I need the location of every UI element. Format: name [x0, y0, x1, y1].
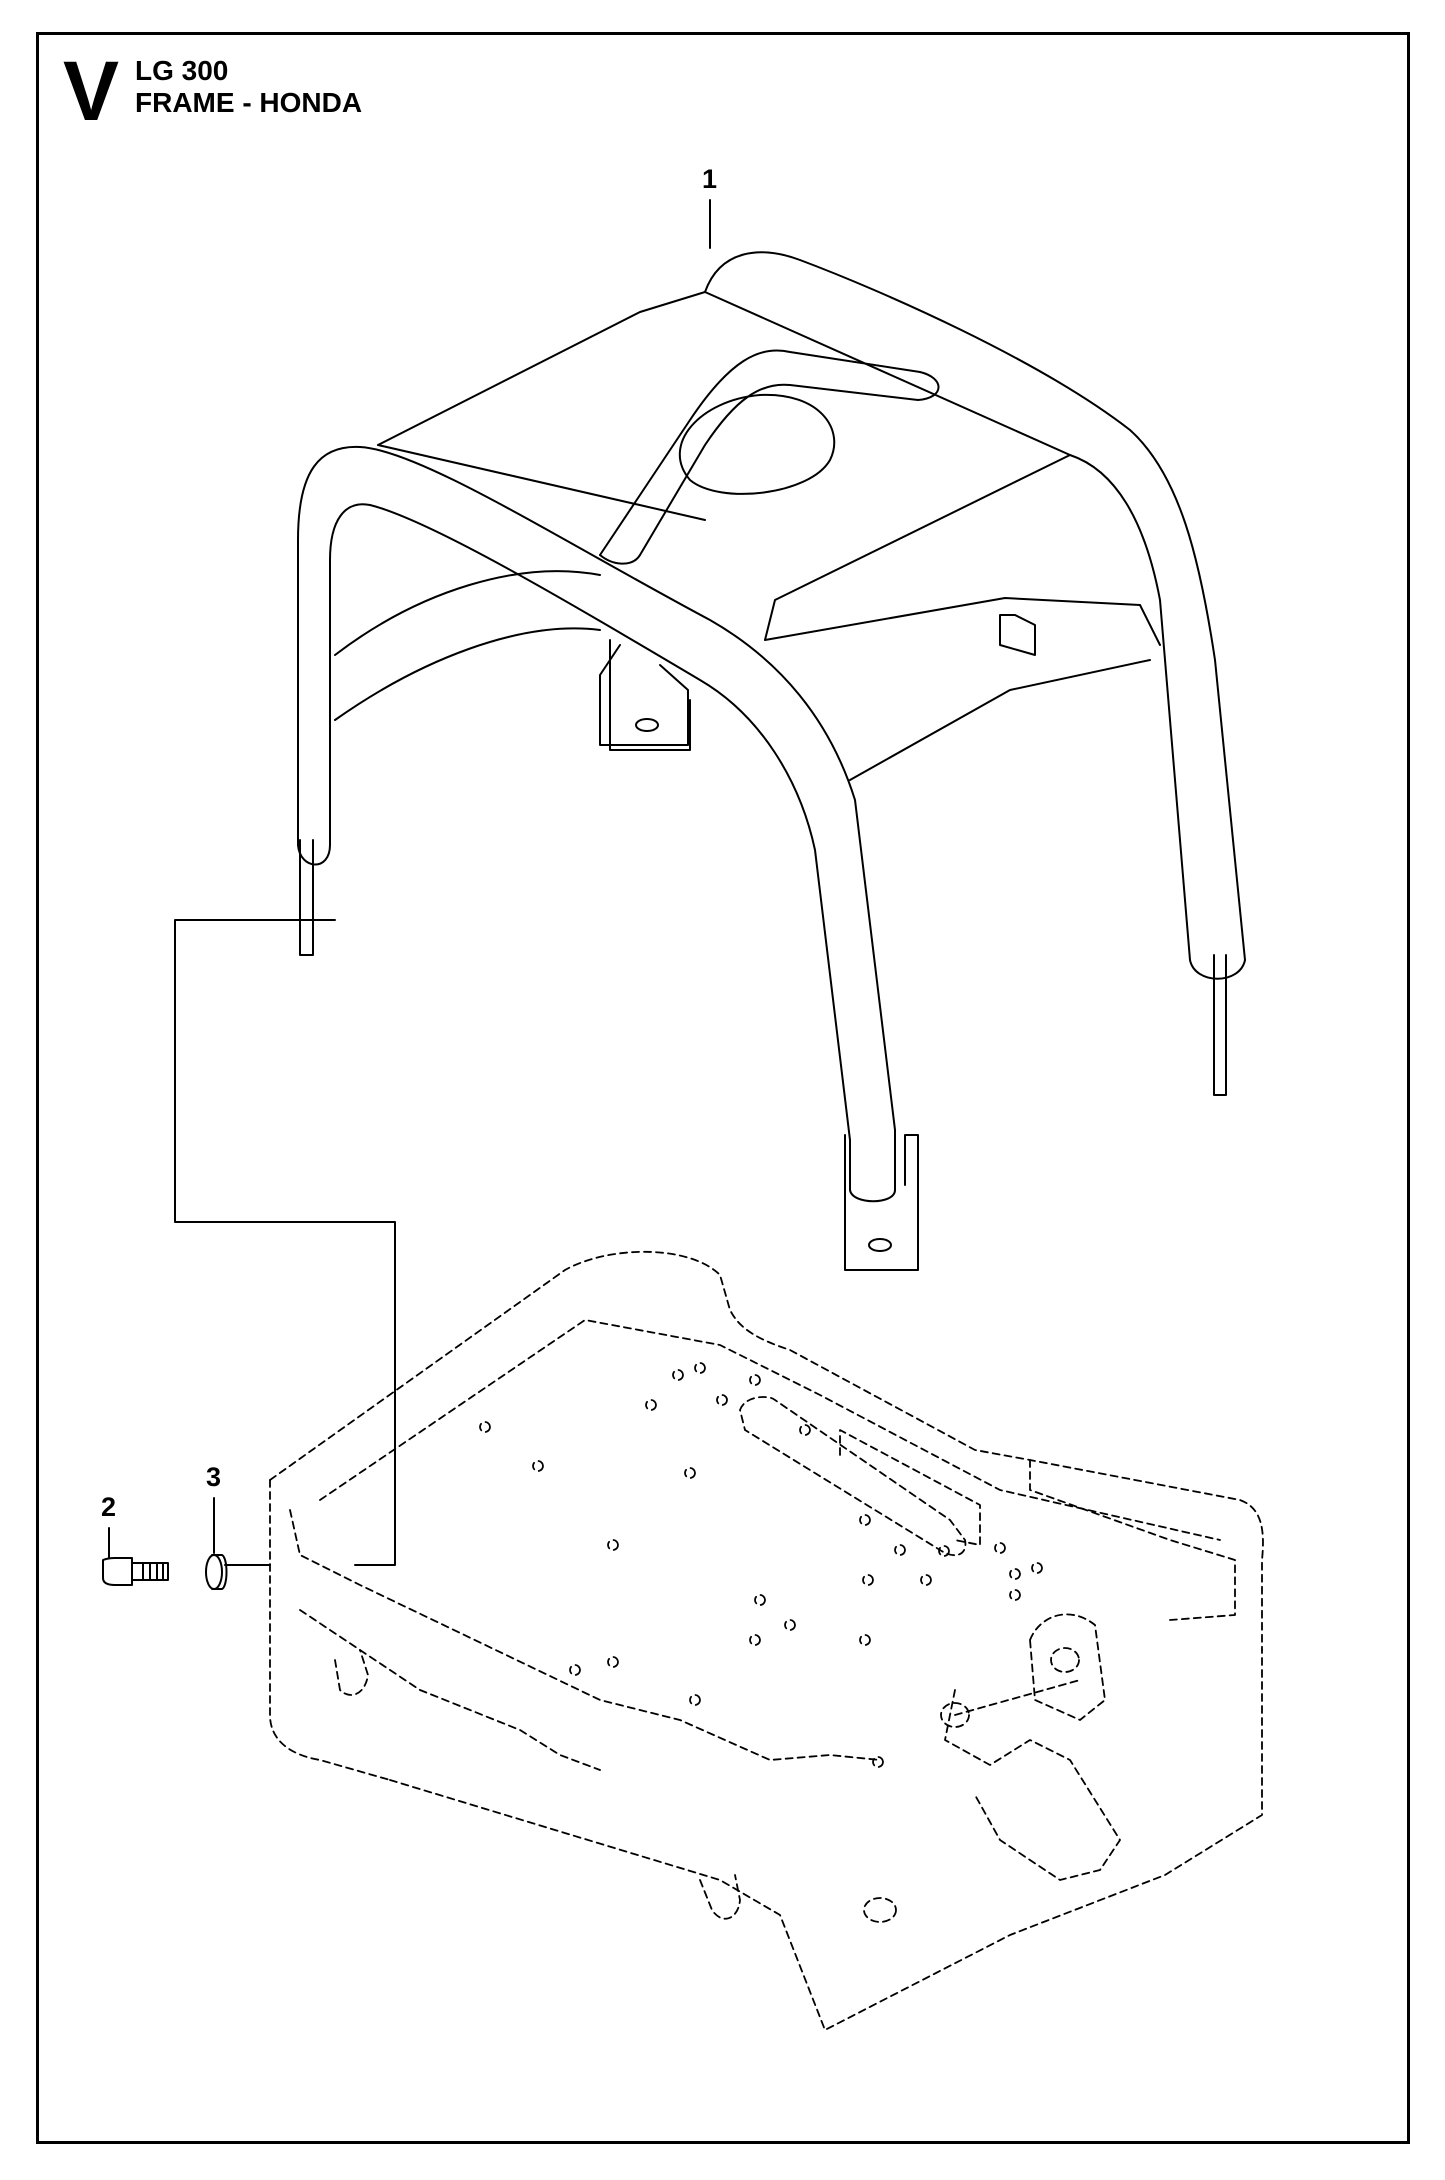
frame-plate-hole: [678, 393, 836, 495]
base-plate-front-edge: [289, 1509, 881, 1761]
roll-frame: [297, 251, 1246, 1271]
model-name: LG 300: [135, 55, 229, 86]
callout-2: 2: [101, 1492, 116, 1559]
washer: [205, 1554, 228, 1590]
callout-2-label: 2: [101, 1492, 116, 1522]
callout-3-label: 3: [206, 1462, 221, 1492]
title-block: LG 300 FRAME - HONDA: [135, 55, 362, 119]
callout-1: 1: [702, 164, 717, 249]
frame-tube-right-inner: [1069, 454, 1191, 961]
frame-front-leg: [849, 1129, 896, 1203]
base-plate-notch-front: [699, 1874, 741, 1920]
bolt: [102, 1557, 169, 1586]
diagram-title: FRAME - HONDA: [135, 87, 363, 118]
frame-tube-right-outer: [704, 251, 1246, 961]
frame-crossbar-lower: [334, 570, 601, 721]
frame-middle-foot-plate: [609, 639, 691, 751]
frame-middle-support: [599, 644, 689, 746]
base-plate-holes: [479, 1362, 1043, 1768]
frame-rear-crossbar: [764, 597, 1161, 646]
base-plate-left-side: [269, 1479, 391, 1781]
callout-1-label: 1: [702, 164, 717, 194]
frame-clip: [999, 614, 1036, 656]
base-plate-inner-top: [319, 1319, 1221, 1541]
base-plate-drain: [863, 1897, 897, 1923]
base-plate-hinge-arm: [944, 1689, 1121, 1881]
base-plate-outer-top: [269, 1250, 1264, 1651]
frame-tube-left-outer: [297, 445, 896, 1131]
base-plate-pivot-shaft: [954, 1679, 1081, 1716]
frame-right-tab: [1213, 954, 1227, 1096]
base-plate-rear-block: [1029, 1459, 1236, 1621]
frame-right-foot: [1189, 959, 1246, 980]
base-plate-notch-left: [334, 1649, 369, 1696]
base-plate-pivot: [940, 1702, 970, 1728]
base-plate-slot: [739, 1396, 967, 1557]
callout-3: 3: [206, 1462, 221, 1554]
base-plate-bottom: [389, 1649, 1263, 2031]
frame-middle-foot-hole: [635, 718, 659, 732]
frame-handle-tube-inner: [599, 554, 641, 565]
washer-edge: [211, 1554, 228, 1590]
base-plate: [269, 1250, 1264, 2031]
base-plate-front-lower: [299, 1609, 601, 1771]
mounting-leader-line: [174, 919, 396, 1566]
base-plate-slot-bracket: [839, 1429, 981, 1546]
frame-left-tab: [299, 839, 314, 956]
frame-front-foot-plate: [844, 1134, 919, 1271]
washer-outer: [205, 1554, 223, 1590]
base-plate-hinge: [1029, 1613, 1106, 1721]
base-plate-hinge-hole: [1050, 1647, 1080, 1673]
frame-handle-tube-outer: [599, 349, 940, 556]
section-letter: V: [63, 44, 120, 138]
frame-top-plate: [377, 291, 1071, 641]
frame-plate-underside: [377, 444, 706, 521]
bolt-thread: [142, 1562, 164, 1581]
frame-rear-crossbar-lower: [849, 659, 1151, 781]
frame-tube-left-inner: [329, 503, 851, 1141]
bolt-head: [102, 1557, 133, 1586]
frame-front-foot-hole: [868, 1238, 892, 1252]
drawing-border: V LG 300 FRAME - HONDA: [36, 32, 1410, 2144]
